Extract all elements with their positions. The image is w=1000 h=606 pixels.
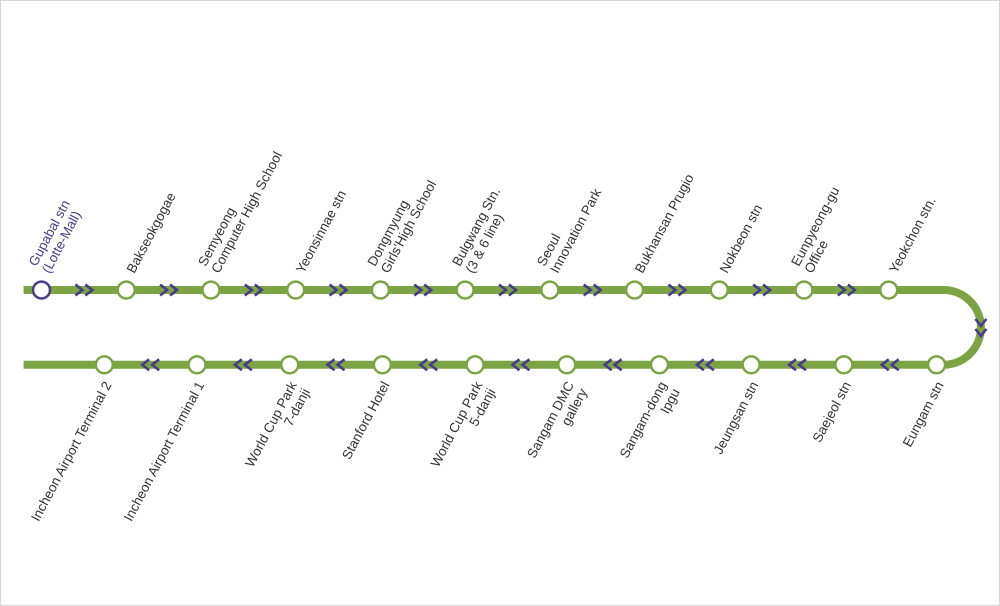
station-marker[interactable] (94, 355, 115, 375)
station-labels: Gupabal stn(Lotte-Mall) Bakseokgogae Semye… (26, 142, 947, 524)
station-label: Bukhansan Prugio (632, 171, 697, 275)
station-marker[interactable] (116, 280, 136, 300)
station-label: Yeonsinnae stn (293, 188, 349, 276)
station-label: Jeungsan stn (711, 379, 762, 457)
direction-arrow-icon (694, 358, 715, 372)
direction-arrow-icon (413, 283, 434, 297)
station-label: Stanford Hotel (339, 379, 393, 462)
station-label: Yeokchon stn. (886, 194, 939, 275)
route-line (23, 286, 985, 369)
direction-arrow-icon (667, 283, 688, 297)
station-marker[interactable] (709, 280, 729, 300)
direction-arrow-icon (74, 283, 95, 297)
station-marker[interactable] (465, 355, 485, 375)
station-marker[interactable] (557, 355, 577, 375)
station-label: Bulgwang Stn.(3 & 6 line) (449, 185, 516, 276)
direction-arrow-icon (140, 358, 160, 372)
station-label: Incheon Airport Terminal 1 (121, 379, 207, 524)
station-label: Sangam DMCgallery (524, 379, 590, 468)
direction-arrow-icon (498, 283, 519, 297)
station-marker[interactable] (285, 280, 306, 300)
direction-arrow-icon (244, 283, 264, 297)
direction-arrow-icon (582, 283, 603, 297)
station-label: Eunpyeong-guOffice (788, 184, 855, 275)
station-label: Bakseokgogae (124, 190, 179, 276)
direction-arrows (74, 283, 988, 372)
station-marker[interactable] (372, 355, 393, 375)
station-marker[interactable] (741, 355, 761, 375)
station-marker[interactable] (649, 355, 670, 375)
station-label: Incheon Airport Terminal 2 (28, 379, 114, 524)
station-marker[interactable] (370, 280, 391, 300)
station-marker[interactable] (279, 355, 300, 375)
station-marker[interactable] (540, 280, 560, 300)
station-label: Nokbeon stn (717, 202, 766, 276)
station-label: Sangam-dongIpgu (617, 379, 683, 468)
station-marker[interactable] (455, 280, 475, 300)
station-label: Saejeol stn (810, 379, 854, 445)
station-marker[interactable] (201, 280, 221, 300)
station-marker[interactable] (878, 280, 899, 300)
station-label: DongmyungGirls'High School (365, 171, 440, 276)
direction-arrow-icon (786, 358, 807, 372)
direction-arrow-icon (974, 318, 988, 338)
direction-arrow-icon (510, 358, 531, 372)
direction-arrow-icon (159, 283, 180, 297)
station-marker[interactable] (624, 280, 645, 300)
origin-station-marker[interactable] (31, 280, 52, 300)
station-marker[interactable] (187, 355, 207, 375)
station-label: Gupabal stn(Lotte-Mall) (26, 197, 86, 275)
station-label: Eungam stn (900, 379, 947, 449)
station-marker[interactable] (834, 355, 854, 375)
direction-arrow-icon (752, 283, 773, 297)
direction-arrow-icon (232, 358, 253, 372)
direction-arrow-icon (602, 358, 623, 372)
direction-arrow-icon (837, 283, 857, 297)
direction-arrow-icon (418, 358, 439, 372)
station-label: SemyeongComputer High School (195, 142, 285, 275)
direction-arrow-icon (325, 358, 346, 372)
station-marker[interactable] (794, 280, 814, 300)
route-track (23, 286, 985, 369)
station-label: SeoulInnovation Park (534, 179, 604, 276)
station-marker[interactable] (926, 355, 947, 375)
stations (31, 280, 947, 375)
station-label: World Cup Park7-danji (242, 379, 313, 477)
direction-arrow-icon (879, 358, 900, 372)
station-label: World Cup Park5-danji (428, 379, 499, 477)
direction-arrow-icon (328, 283, 349, 297)
